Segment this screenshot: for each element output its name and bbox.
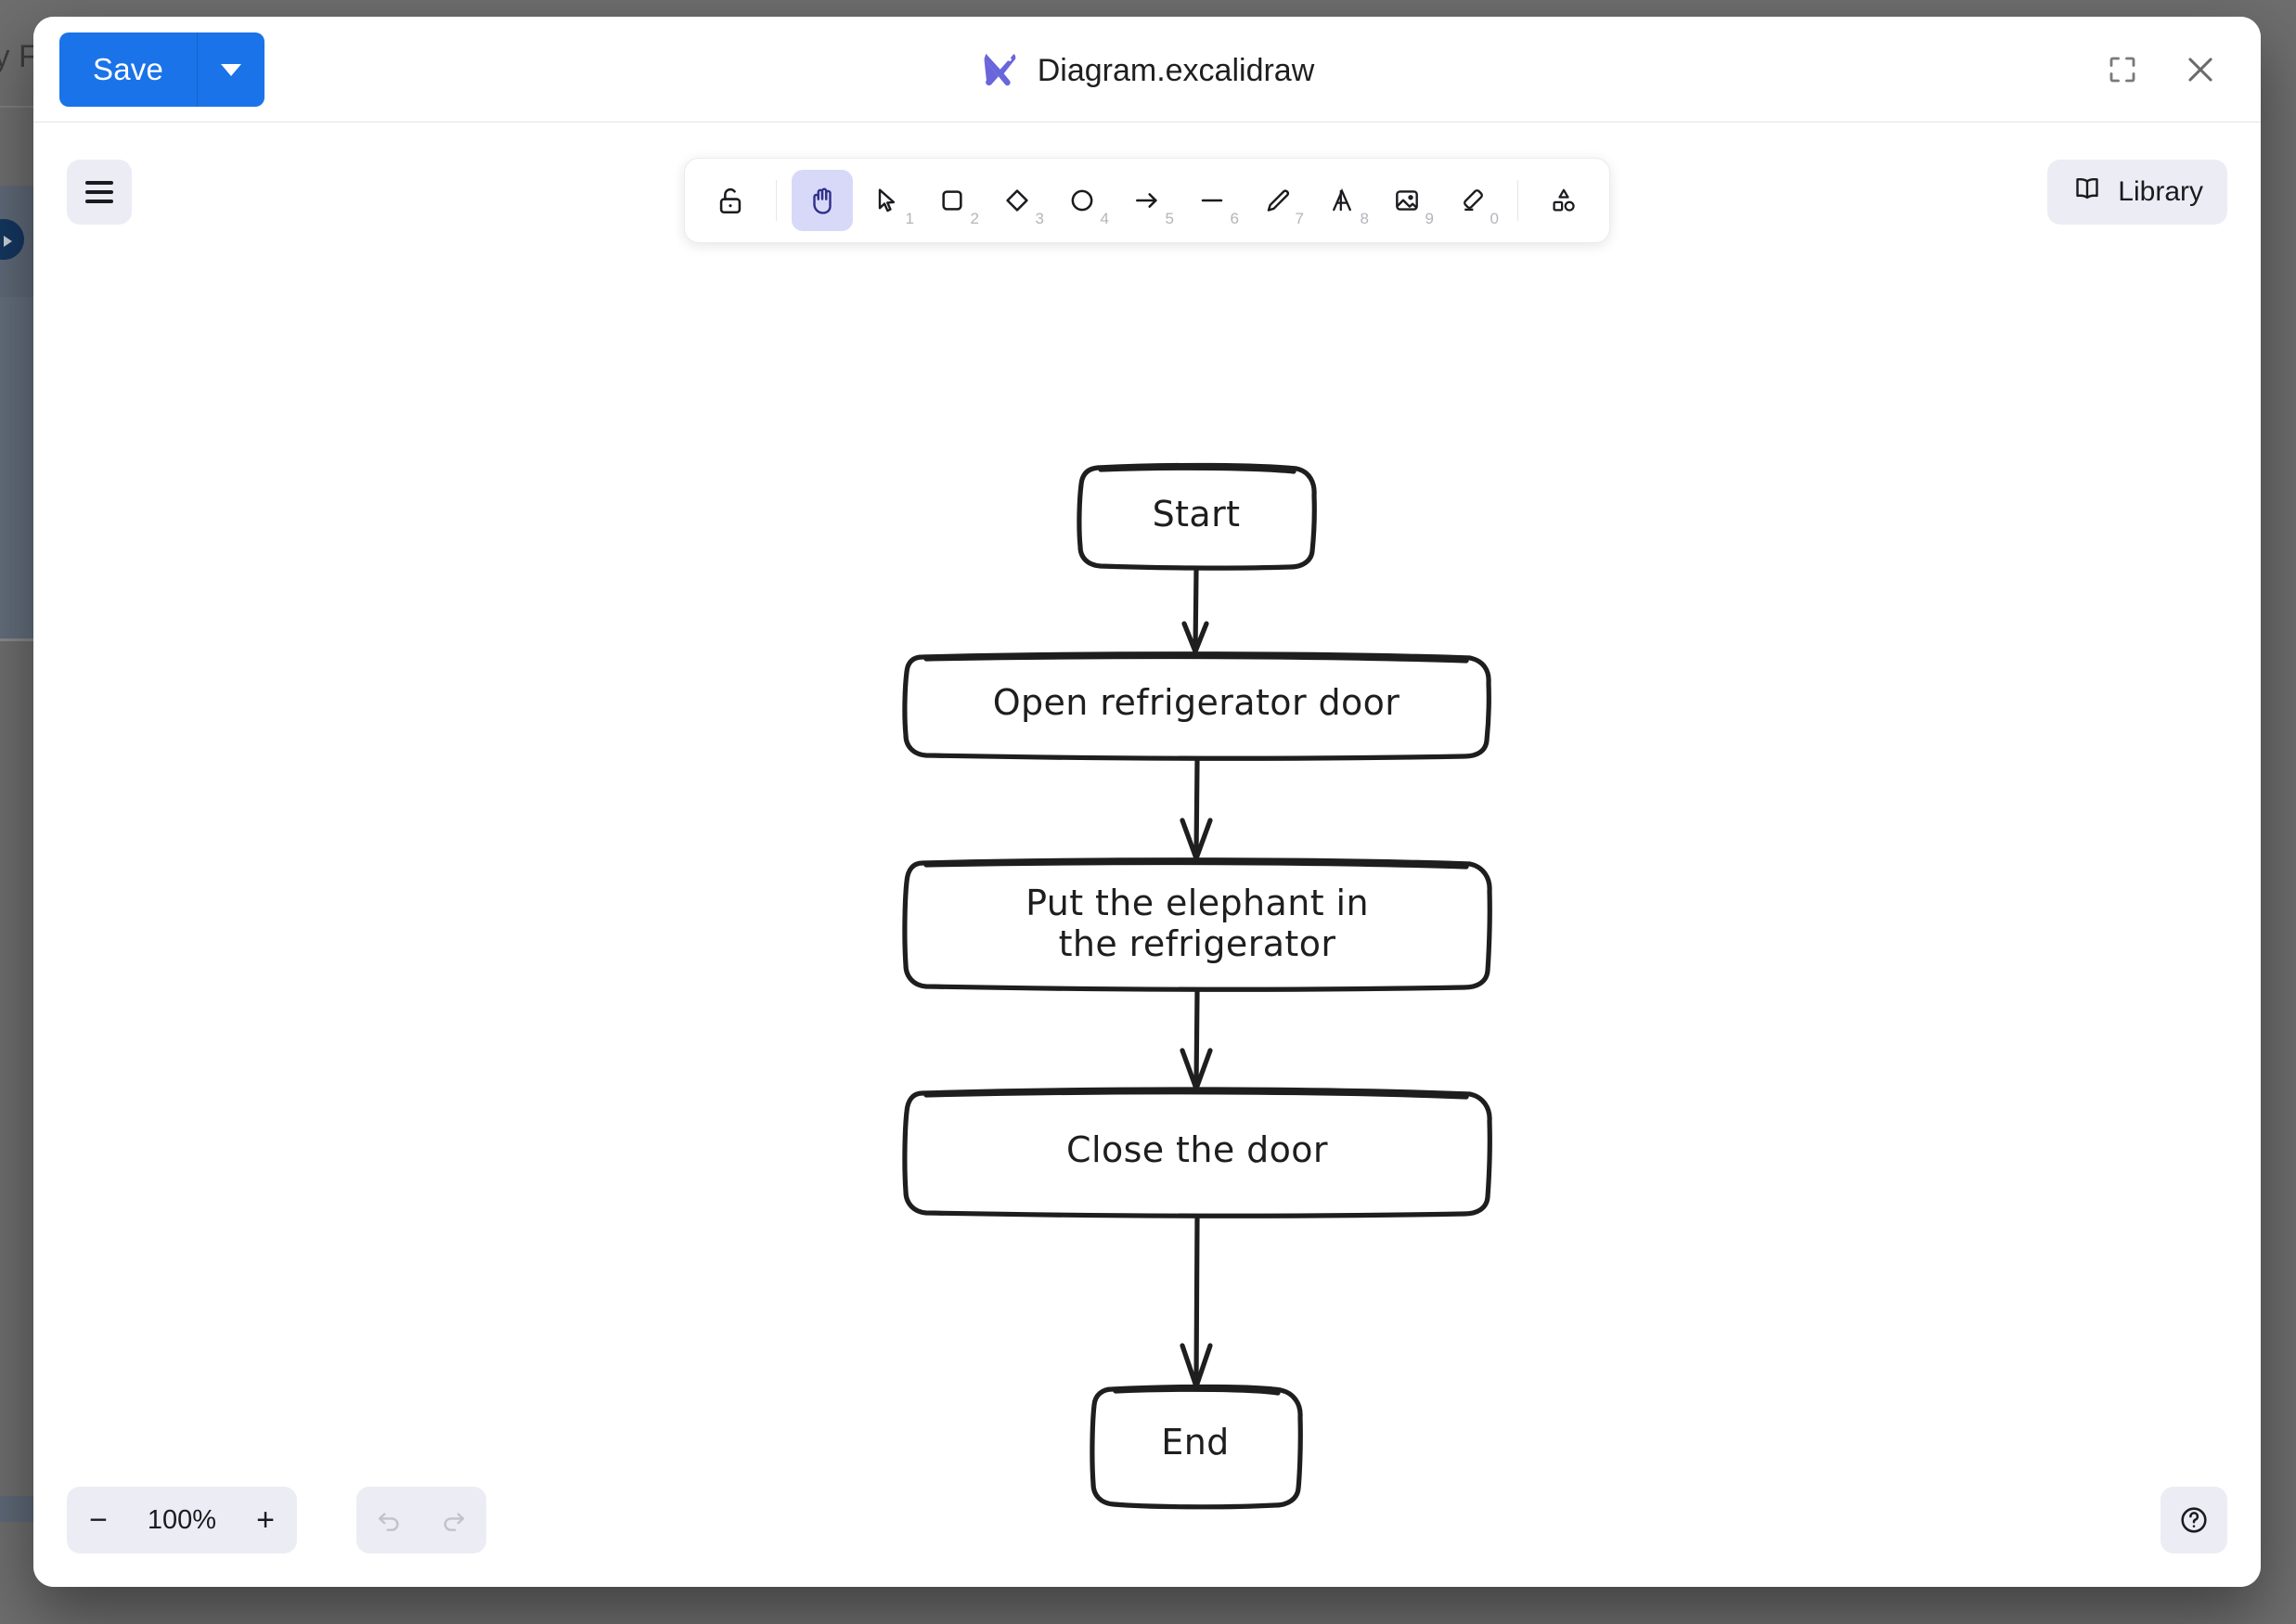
undo-button[interactable] [356, 1487, 421, 1553]
tool-text[interactable]: 8 [1311, 170, 1373, 231]
hamburger-icon [85, 175, 113, 209]
save-split-button[interactable]: Save [59, 32, 265, 107]
tool-shortcut: 4 [1100, 210, 1109, 227]
edge-arrow-1-head [1181, 621, 1209, 654]
book-icon [2071, 173, 2103, 212]
tool-shortcut: 8 [1360, 210, 1369, 227]
node-label-end: End [1161, 1421, 1230, 1463]
flowchart-drawing [902, 462, 1492, 1510]
node-shape-open-door [902, 651, 1491, 761]
tool-island: 1 2 3 4 [684, 158, 1610, 243]
library-button[interactable]: Library [2047, 160, 2227, 225]
zoom-level-value[interactable]: 100% [147, 1504, 217, 1535]
tool-selection[interactable]: 1 [857, 170, 918, 231]
toolbar-separator [1517, 180, 1518, 221]
save-button[interactable]: Save [59, 32, 199, 107]
background-row [0, 1496, 33, 1522]
node-shape-start [1077, 462, 1317, 571]
edge-arrow-4-head [1180, 1343, 1213, 1389]
node-label-close-the-door: Close the door [1066, 1128, 1328, 1170]
tool-rectangle[interactable]: 2 [922, 170, 983, 231]
tool-shortcut: 3 [1035, 210, 1044, 227]
background-page-title: ly F [0, 39, 38, 74]
node-shape-put-elephant-2 [923, 859, 1469, 870]
background-divider [0, 638, 37, 641]
modal-titlebar: Save Diagram.excalidraw [33, 17, 2261, 122]
node-shape-end [1090, 1384, 1303, 1510]
hamburger-menu-button[interactable] [67, 160, 132, 225]
background-divider [0, 106, 56, 108]
tool-eraser[interactable]: 0 [1441, 170, 1503, 231]
node-shape-end-2 [1113, 1386, 1281, 1396]
tool-arrow[interactable]: 5 [1116, 170, 1178, 231]
edge-arrow-4 [1193, 1215, 1200, 1386]
close-button[interactable] [2173, 43, 2227, 97]
zoom-controls: − 100% + [67, 1487, 297, 1553]
chevron-down-icon [221, 63, 242, 76]
node-shape-start-2 [1098, 465, 1296, 474]
edge-arrow-1 [1193, 568, 1199, 652]
window-controls [2096, 43, 2227, 97]
fullscreen-button[interactable] [2096, 43, 2149, 97]
edge-arrow-3-head [1180, 1048, 1213, 1091]
tool-shortcut: 6 [1230, 210, 1239, 227]
tool-shortcut: 1 [905, 210, 914, 227]
excalidraw-logo-icon [980, 48, 1021, 94]
tool-shortcut: 7 [1295, 210, 1304, 227]
node-label-open-refrigerator-door: Open refrigerator door [992, 682, 1400, 724]
zoom-in-button[interactable]: + [256, 1502, 275, 1538]
edge-arrow-2 [1193, 758, 1200, 858]
file-name-label: Diagram.excalidraw [1037, 53, 1315, 88]
window-title-group: Diagram.excalidraw [980, 48, 1315, 94]
tool-shortcut: 5 [1165, 210, 1174, 227]
node-shape-open-door-2 [923, 653, 1469, 664]
excalidraw-canvas[interactable]: 1 2 3 4 [33, 122, 2261, 1587]
tool-image[interactable]: 9 [1376, 170, 1438, 231]
tool-diamond[interactable]: 3 [987, 170, 1048, 231]
edge-arrow-3 [1193, 989, 1200, 1089]
tool-shortcut: 2 [970, 210, 979, 227]
save-dropdown-button[interactable] [198, 32, 264, 107]
history-controls [356, 1487, 486, 1553]
tool-draw[interactable]: 7 [1246, 170, 1308, 231]
toolbar-separator [776, 180, 777, 221]
excalidraw-modal-window: Save Diagram.excalidraw [33, 17, 2261, 1587]
tool-hand[interactable] [792, 170, 853, 231]
tool-line[interactable]: 6 [1181, 170, 1243, 231]
tool-ellipse[interactable]: 4 [1051, 170, 1113, 231]
tool-shortcut: 0 [1490, 210, 1499, 227]
zoom-out-button[interactable]: − [89, 1502, 108, 1538]
tool-shortcut: 9 [1425, 210, 1434, 227]
tool-lock[interactable] [700, 170, 761, 231]
library-label: Library [2118, 176, 2203, 207]
tool-shapes[interactable] [1533, 170, 1594, 231]
node-label-put-elephant-in-refrigerator: Put the elephant in the refrigerator [1025, 882, 1369, 964]
node-shape-put-elephant [902, 857, 1492, 992]
help-button[interactable] [2161, 1487, 2227, 1553]
node-label-start: Start [1152, 494, 1241, 535]
redo-button[interactable] [421, 1487, 486, 1553]
node-shape-close-door-2 [923, 1089, 1469, 1100]
edge-arrow-2-head [1180, 818, 1213, 861]
node-shape-close-door [902, 1087, 1492, 1218]
